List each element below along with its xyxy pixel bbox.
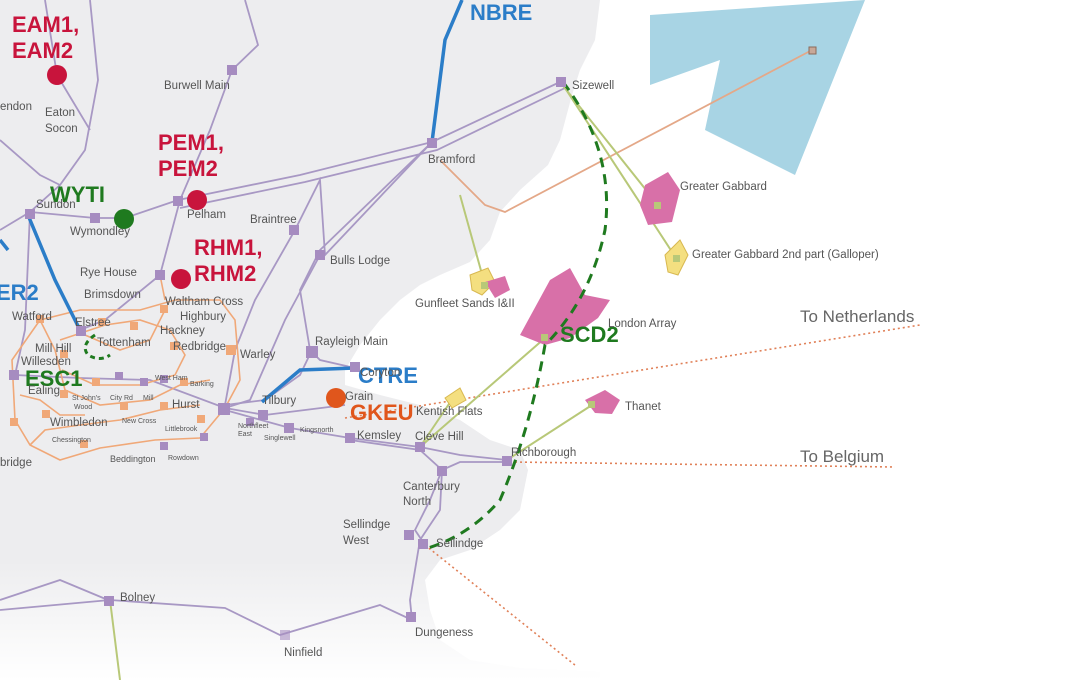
place-city-rd: City Rd <box>110 395 133 402</box>
place-cleve-hill: Cleve Hill <box>415 431 464 443</box>
place-bridge: bridge <box>0 457 32 469</box>
substations <box>9 65 566 640</box>
london-substations <box>10 305 236 448</box>
place-hurst: Hurst <box>172 399 200 411</box>
place-sellindge-west: Sellindge <box>343 519 390 531</box>
place-ealing: Ealing <box>28 385 60 397</box>
place-waltham: Waltham Cross <box>165 296 243 308</box>
land-fade <box>0 560 620 680</box>
wyti-marker[interactable] <box>114 209 134 229</box>
place-braintree: Braintree <box>250 214 297 226</box>
place-galloper: Greater Gabbard 2nd part (Galloper) <box>692 249 879 261</box>
place-brimsdown: Brimsdown <box>84 289 141 301</box>
label-nbre: NBRE <box>470 0 532 25</box>
place-kingsnorth: Kingsnorth <box>300 427 334 434</box>
place-gunfleet: Gunfleet Sands I&II <box>415 298 515 310</box>
place-watford: Watford <box>12 311 52 323</box>
place-tottenham: Tottenham <box>97 337 151 349</box>
place-wymondley: Wymondley <box>70 226 130 238</box>
place-mill-hill: Mill Hill <box>35 343 71 355</box>
place-endon: endon <box>0 101 32 113</box>
place-barking: Barking <box>190 381 214 388</box>
place-sundon: Sundon <box>36 199 76 211</box>
place-warley: Warley <box>240 349 276 361</box>
place-kentish: Kentish Flats <box>416 406 483 418</box>
place-eaton: Eaton <box>45 107 75 119</box>
place-grain: Grain <box>345 391 373 403</box>
place-wood: Wood <box>74 404 92 411</box>
place-willesden: Willesden <box>21 356 71 368</box>
label-ctre: CTRE <box>358 363 418 388</box>
place-east: East <box>238 431 252 438</box>
place-london-array: London Array <box>608 318 677 330</box>
place-canterbury: Canterbury <box>403 481 460 493</box>
place-wimbledon: Wimbledon <box>50 417 108 429</box>
place-highbury: Highbury <box>180 311 226 323</box>
label-pem2: PEM2 <box>158 156 218 181</box>
place-socon: Socon <box>45 123 78 135</box>
label-rhm1: RHM1, <box>194 235 262 260</box>
place-sizewell: Sizewell <box>572 80 614 92</box>
pem-marker[interactable] <box>187 190 207 210</box>
place-greater-gabbard: Greater Gabbard <box>680 181 767 193</box>
eam-marker[interactable] <box>47 65 67 85</box>
place-new-cross: New Cross <box>122 418 157 425</box>
label-rhm2: RHM2 <box>194 261 256 286</box>
place-north: North <box>403 496 431 508</box>
place-mill: Mill <box>143 395 154 402</box>
label-scd2: SCD2 <box>560 322 619 347</box>
place-st-johns: St John's <box>72 395 101 402</box>
place-rayleigh: Rayleigh Main <box>315 336 388 348</box>
label-eam1: EAM1, <box>12 12 79 37</box>
place-chessington: Chessington <box>52 437 91 444</box>
zone-export-cable <box>439 49 813 213</box>
place-coryton: Coryton <box>360 367 400 379</box>
place-northfleet: Northfleet <box>238 423 268 430</box>
label-to-belgium: To Belgium <box>800 447 884 466</box>
place-tilbury: Tilbury <box>262 395 296 407</box>
label-to-netherlands: To Netherlands <box>800 307 914 326</box>
place-sellindge: Sellindge <box>436 538 483 550</box>
place-west-ham: West Ham <box>155 375 188 382</box>
new-links-blue <box>0 0 464 404</box>
place-singlewell: Singlewell <box>264 435 296 442</box>
place-elstree: Elstree <box>75 317 111 329</box>
place-ninfield: Ninfield <box>284 647 322 659</box>
place-kemsley: Kemsley <box>357 430 401 442</box>
place-beddington: Beddington <box>110 454 156 464</box>
place-pelham: Pelham <box>187 209 226 221</box>
label-wyti: WYTI <box>50 182 105 207</box>
new-links-green <box>427 81 609 550</box>
place-rowdown: Rowdown <box>168 455 199 462</box>
label-er2: ER2 <box>0 280 39 305</box>
place-bolney: Bolney <box>120 592 155 604</box>
interconnector-lines <box>344 324 921 666</box>
place-littlebrook: Littlebrook <box>165 426 198 433</box>
place-richborough: Richborough <box>511 447 576 459</box>
place-bulls-lodge: Bulls Lodge <box>330 255 390 267</box>
label-gkeu: GKEU <box>350 400 414 425</box>
label-pem1: PEM1, <box>158 130 224 155</box>
offshore-zone <box>650 0 865 175</box>
place-thanet: Thanet <box>625 401 662 413</box>
place-hackney: Hackney <box>160 325 205 337</box>
label-esc1: ESC1 <box>25 366 82 391</box>
gkeu-marker[interactable] <box>326 388 346 408</box>
label-eam2: EAM2 <box>12 38 73 63</box>
place-west: West <box>343 535 370 547</box>
place-dungeness: Dungeness <box>415 627 473 639</box>
rhm-marker[interactable] <box>171 269 191 289</box>
wind-farms <box>444 46 817 414</box>
place-redbridge: Redbridge <box>173 341 226 353</box>
place-burwell: Burwell Main <box>164 80 230 92</box>
place-rye-house: Rye House <box>80 267 137 279</box>
place-bramford: Bramford <box>428 154 475 166</box>
place-labels: endon Eaton Socon Burwell Main Sizewell … <box>0 80 879 659</box>
